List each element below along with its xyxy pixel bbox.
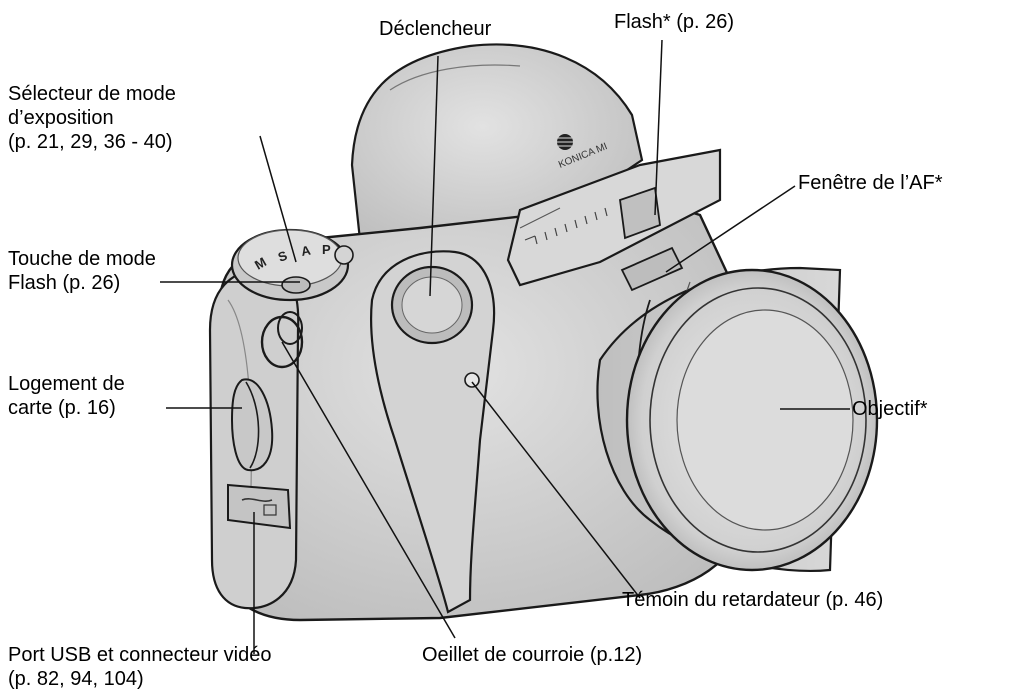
label-flash: Flash* (p. 26) xyxy=(614,11,735,33)
flash-window xyxy=(619,186,661,240)
popup-flash xyxy=(506,148,722,287)
svg-text:A: A xyxy=(300,242,312,259)
label-declencheur: Déclencheur xyxy=(379,18,492,40)
af-window xyxy=(620,246,684,292)
leader-lines xyxy=(160,39,850,654)
label-selecteur-line1: Sélecteur de mode xyxy=(8,83,176,105)
shutter-button xyxy=(390,265,474,345)
label-fenetre-af: Fenêtre de l’AF* xyxy=(798,172,943,194)
label-touche-flash-line2: Flash (p. 26) xyxy=(8,272,121,294)
usb-port-door xyxy=(227,483,292,530)
card-slot xyxy=(230,378,274,472)
flash-mode-button xyxy=(281,276,311,294)
label-port-line2: (p. 82, 94, 104) xyxy=(8,668,144,690)
label-objectif: Objectif* xyxy=(852,398,928,420)
lens xyxy=(625,268,879,572)
label-port-line1: Port USB et connecteur vidéo xyxy=(8,644,272,666)
strap-eyelet xyxy=(260,311,304,369)
label-logement-line2: carte (p. 16) xyxy=(8,397,116,419)
front-grip xyxy=(370,250,496,614)
label-temoin: Témoin du retardateur (p. 46) xyxy=(622,589,884,611)
label-selecteur-line2: d’exposition xyxy=(8,107,114,129)
label-oeillet: Oeillet de courroie (p.12) xyxy=(422,644,643,666)
label-touche-flash-line1: Touche de mode xyxy=(8,248,156,270)
label-logement-line1: Logement de xyxy=(8,373,125,395)
self-timer-lamp xyxy=(464,372,480,388)
label-selecteur-line3: (p. 21, 29, 36 - 40) xyxy=(8,131,173,153)
svg-text:P: P xyxy=(322,242,331,257)
